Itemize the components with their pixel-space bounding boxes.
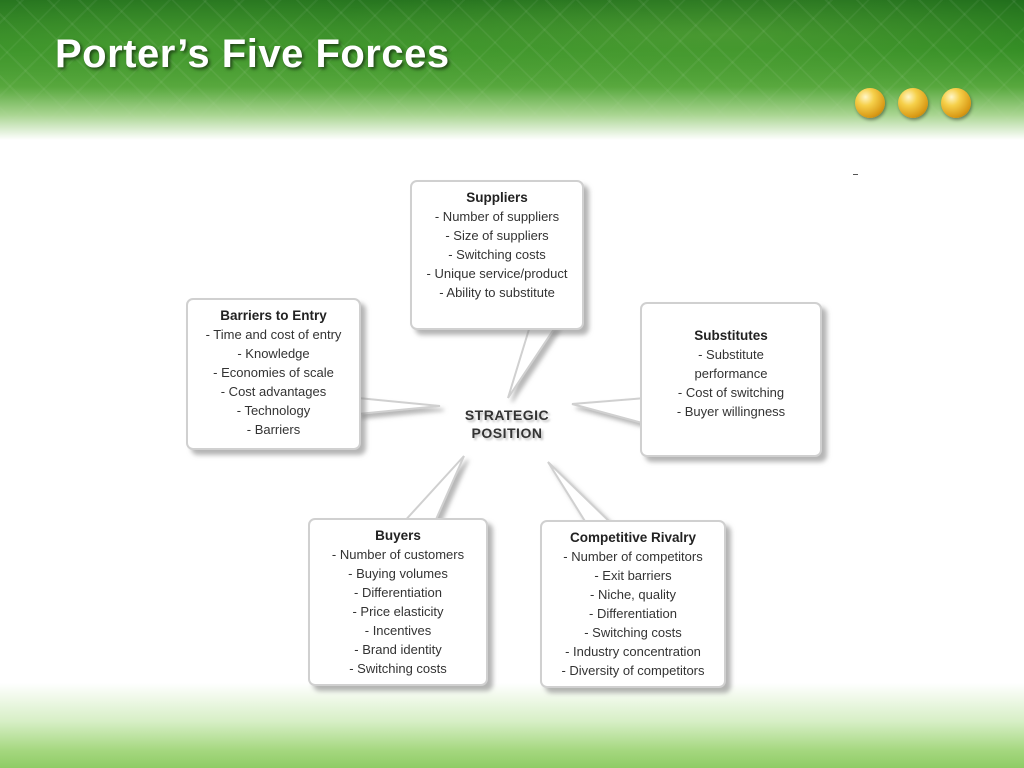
center-label-line: POSITION	[471, 425, 543, 441]
stray-mark	[853, 174, 858, 175]
buyers-item: - Number of customers	[331, 547, 465, 562]
suppliers-item: - Size of suppliers	[445, 228, 549, 243]
buyers-item: - Differentiation	[354, 585, 442, 600]
suppliers-pointer	[507, 325, 558, 399]
rivalry-item: - Number of competitors	[563, 549, 703, 564]
substitutes-item: - Cost of switching	[677, 385, 785, 400]
header-texture	[0, 0, 1024, 140]
slide-title: Porter’s Five Forces	[55, 32, 450, 76]
barriers-item: - Knowledge	[237, 346, 310, 361]
suppliers-item: - Switching costs	[448, 247, 546, 262]
barriers-item: - Cost advantages	[220, 384, 327, 399]
suppliers-item: - Unique service/product	[426, 266, 568, 281]
rivalry-title: Competitive Rivalry	[569, 530, 697, 545]
rivalry-item: - Industry concentration	[565, 644, 701, 659]
rivalry-item: - Niche, quality	[590, 587, 676, 602]
substitutes-item: performance	[694, 366, 768, 381]
barriers-pointer	[357, 396, 441, 416]
barriers-item: - Barriers	[246, 422, 301, 437]
footer-band	[0, 683, 1024, 768]
substitutes-item: - Buyer willingness	[676, 404, 786, 419]
buyers-item: - Brand identity	[354, 642, 442, 657]
rivalry-item: - Switching costs	[584, 625, 682, 640]
buyers-box: Buyers - Number of customers - Buying vo…	[308, 518, 488, 686]
suppliers-item: - Number of suppliers	[434, 209, 560, 224]
strategic-position-label: STRATEGIC POSITION	[446, 406, 568, 442]
suppliers-title: Suppliers	[466, 190, 528, 205]
substitutes-box: Substitutes - Substitute performance - C…	[640, 302, 822, 457]
barriers-item: - Economies of scale	[213, 365, 334, 380]
barriers-item: - Time and cost of entry	[205, 327, 342, 342]
buyers-title: Buyers	[375, 528, 421, 543]
rivalry-item: - Diversity of competitors	[561, 663, 705, 678]
suppliers-box: Suppliers - Number of suppliers - Size o…	[410, 180, 584, 330]
substitutes-pointer	[571, 396, 647, 426]
barriers-item: - Technology	[236, 403, 311, 418]
decorative-ball-icon	[898, 88, 928, 118]
rivalry-item: - Differentiation	[589, 606, 677, 621]
substitutes-title: Substitutes	[694, 328, 768, 343]
decorative-ball-icon	[941, 88, 971, 118]
buyers-item: - Buying volumes	[348, 566, 448, 581]
rivalry-item: - Exit barriers	[594, 568, 672, 583]
buyers-item: - Incentives	[364, 623, 432, 638]
barriers-title: Barriers to Entry	[220, 308, 327, 323]
rivalry-pointer	[547, 461, 617, 527]
suppliers-item: - Ability to substitute	[439, 285, 555, 300]
substitutes-item: - Substitute	[698, 347, 764, 362]
buyers-item: - Price elasticity	[352, 604, 444, 619]
header-band: Porter’s Five Forces	[0, 0, 1024, 140]
rivalry-box: Competitive Rivalry - Number of competit…	[540, 520, 726, 688]
buyers-pointer	[399, 455, 465, 525]
buyers-item: - Switching costs	[349, 661, 447, 676]
decorative-ball-icon	[855, 88, 885, 118]
barriers-box: Barriers to Entry - Time and cost of ent…	[186, 298, 361, 450]
center-label-line: STRATEGIC	[464, 407, 550, 423]
